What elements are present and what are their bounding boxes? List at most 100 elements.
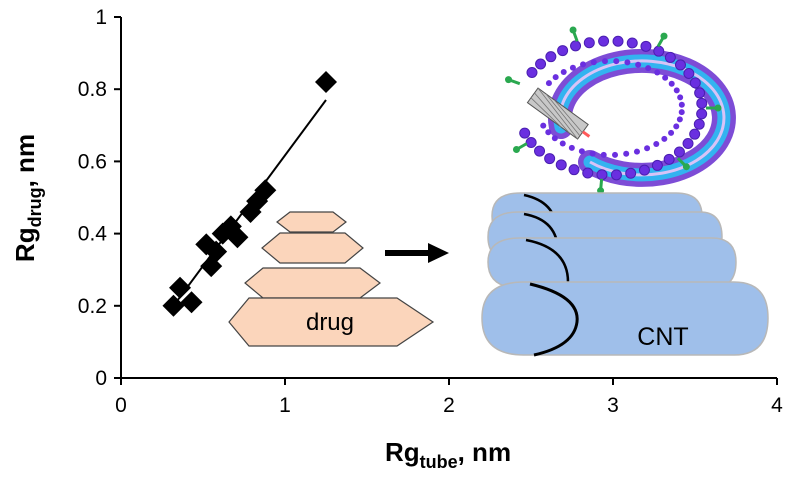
lipid-bead xyxy=(570,40,582,52)
data-point-diamond xyxy=(169,276,192,299)
y-tick-label: 1 xyxy=(95,6,107,29)
lipid-bead xyxy=(519,127,531,139)
y-tick-label: 0.6 xyxy=(78,150,107,173)
lipid-bead xyxy=(696,97,708,109)
lipid-bead-inner xyxy=(635,61,642,68)
lipid-bead xyxy=(582,167,594,179)
data-point-diamond xyxy=(226,226,249,249)
embedded-nanotube-icon xyxy=(526,87,591,140)
lipid-bead xyxy=(534,145,546,157)
x-axis-title-suffix: , nm xyxy=(458,437,511,467)
lipid-bead xyxy=(598,35,610,47)
y-axis-title-main: Rg xyxy=(10,227,40,262)
lipid-bead xyxy=(625,167,637,179)
arrow-right-icon xyxy=(385,243,449,263)
drug-layer-2 xyxy=(261,232,364,264)
x-axis-title: Rgtube, nm xyxy=(385,437,511,472)
lipid-bead-inner xyxy=(601,58,608,65)
lipid-bead-inner xyxy=(559,140,566,147)
lipid-bead-inner xyxy=(590,59,597,66)
lipid-bead-inner xyxy=(624,59,631,66)
lipid-bead-inner xyxy=(540,122,547,129)
lipid-bead xyxy=(683,67,695,79)
drug-layer-3 xyxy=(244,267,381,299)
lipid-bead xyxy=(596,169,608,181)
lipid-bead-inner xyxy=(653,141,660,148)
x-axis-title-sub: tube xyxy=(420,452,458,472)
lipid-bead xyxy=(664,51,676,63)
lipid-bead xyxy=(689,77,701,89)
cnt-label: CNT xyxy=(637,323,688,351)
ligand-head xyxy=(569,26,577,34)
lipid-bead-inner xyxy=(613,58,620,65)
lipid-bead xyxy=(640,40,652,52)
lipid-bead-inner xyxy=(661,135,668,142)
drug-layer-4 xyxy=(228,297,435,347)
lipid-bead xyxy=(555,159,567,171)
data-point-diamond xyxy=(254,179,277,202)
lipid-bead-inner xyxy=(633,148,640,155)
x-tick-label: 0 xyxy=(115,394,127,417)
lipid-bead-inner xyxy=(580,61,587,68)
ligand-head xyxy=(512,146,520,153)
lipid-bead xyxy=(673,146,685,158)
y-tick-label: 0.2 xyxy=(78,295,107,318)
y-tick-label: 0.4 xyxy=(78,223,108,246)
lipid-bead xyxy=(693,118,705,130)
y-tick-label: 0 xyxy=(95,367,107,390)
lipid-bead-inner xyxy=(668,80,675,87)
lipid-bead xyxy=(583,37,595,49)
x-ticks: 0 1 2 3 4 xyxy=(115,378,783,417)
vesicle-illustration xyxy=(505,26,736,195)
lipid-bead-inner xyxy=(678,101,685,108)
lipid-bead-inner xyxy=(673,123,680,130)
lipid-bead xyxy=(557,45,569,57)
lipid-bead xyxy=(568,164,580,176)
data-point-diamond xyxy=(315,70,337,93)
lipid-bead xyxy=(653,45,665,57)
drug-layer-1 xyxy=(276,211,347,233)
lipid-bead xyxy=(545,51,557,63)
cnt-tube-4 xyxy=(481,281,769,357)
lipid-bead xyxy=(663,153,675,165)
ligand-head xyxy=(505,76,513,84)
lipid-bead-inner xyxy=(662,74,669,81)
x-tick-label: 1 xyxy=(279,394,291,417)
x-tick-label: 3 xyxy=(607,394,619,417)
drug-stack-illustration xyxy=(228,211,435,347)
lipid-bead-inner xyxy=(612,151,619,158)
y-ticks: 00.20.40.60.81 xyxy=(78,6,121,390)
lipid-bead-inner xyxy=(676,116,683,123)
lipid-bead-inner xyxy=(578,148,585,155)
lipid-bead-inner xyxy=(545,80,552,87)
lipid-bead xyxy=(610,169,622,181)
lipid-bead-inner xyxy=(568,144,575,151)
lipid-bead xyxy=(638,164,650,176)
lipid-bead xyxy=(544,153,556,165)
lipid-bead xyxy=(689,128,701,140)
x-tick-label: 2 xyxy=(443,394,455,417)
y-axis-title: Rgdrug, nm xyxy=(10,134,45,262)
data-point-diamond xyxy=(162,294,185,317)
lipid-bead-inner xyxy=(552,74,559,81)
y-axis-title-suffix: , nm xyxy=(10,134,40,187)
lipid-bead xyxy=(612,35,624,47)
lipid-bead-inner xyxy=(623,150,630,157)
lipid-bead xyxy=(651,159,663,171)
lipid-bead-inner xyxy=(645,65,652,72)
lipid-bead-inner xyxy=(551,135,558,142)
lipid-bead xyxy=(535,58,547,70)
vesicle-beads xyxy=(519,35,708,181)
cnt-stack-illustration: CNT xyxy=(481,192,769,357)
x-tick-label: 4 xyxy=(771,394,783,417)
lipid-bead xyxy=(674,59,686,71)
lipid-bead-inner xyxy=(545,129,552,136)
ligand-head xyxy=(660,32,668,40)
lipid-bead-inner xyxy=(654,69,661,76)
x-axis-title-main: Rg xyxy=(385,437,420,467)
lipid-bead-inner xyxy=(678,109,685,116)
ligand-head xyxy=(714,104,722,112)
data-point-diamond xyxy=(180,291,203,314)
